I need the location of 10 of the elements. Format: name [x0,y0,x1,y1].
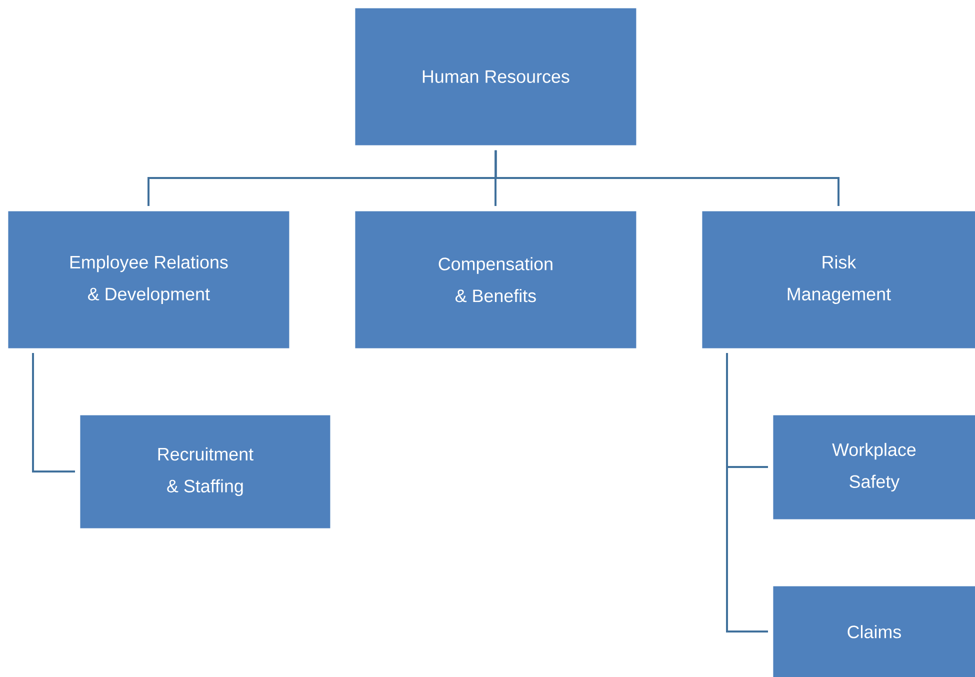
org-box: Recruitment & Staffing [80,415,330,528]
org-box: Employee Relations & Development [8,211,290,348]
connector-line [726,353,768,632]
connector-line [32,353,75,472]
org-box: Claims [773,586,975,677]
org-box: Compensation & Benefits [355,211,636,348]
org-box: Workplace Safety [773,415,975,520]
org-box: Risk Management [702,211,975,348]
org-box: Human Resources [355,8,636,146]
connector-line [494,150,840,206]
